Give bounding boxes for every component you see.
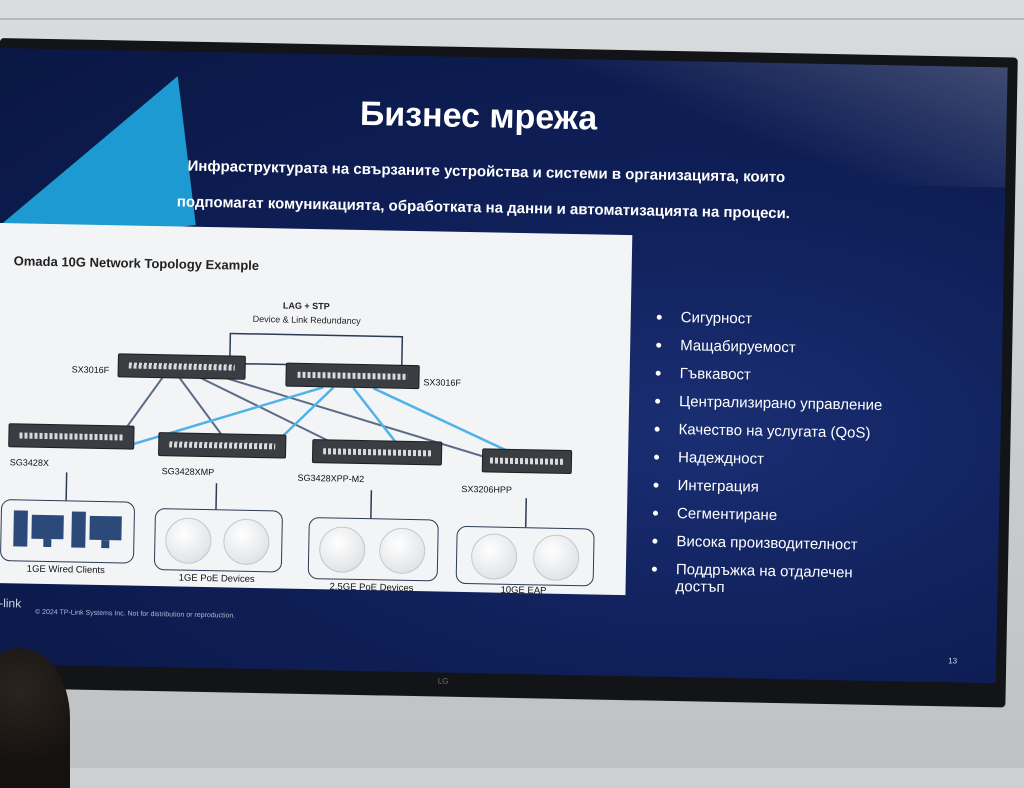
core-switch-2 (285, 363, 419, 390)
access-point-icon (223, 518, 270, 565)
group-2-5ge-poe (308, 517, 439, 581)
access-switch-sx3206hpp (482, 448, 572, 474)
tv-display: Бизнес мрежа Инфраструктурата на свързан… (0, 38, 1018, 707)
access-switch-sg3428xpp (312, 439, 442, 465)
slide-page-number: 13 (948, 656, 957, 665)
access-point-icon (533, 534, 580, 581)
tp-link-logo: tp-link (0, 596, 21, 611)
redundancy-label: Device & Link Redundancy (253, 314, 361, 326)
slide-subtitle-line-2: подпомагат комуникацията, обработката на… (177, 193, 797, 222)
feature-item: Качество на услугата (QoS) (650, 421, 888, 454)
feature-item: Поддръжка на отдалечен достъп (647, 561, 886, 610)
group-1ge-poe (154, 508, 283, 572)
access-point-icon (471, 533, 518, 580)
topology-diagram: Omada 10G Network Topology Example LAG +… (0, 223, 632, 595)
access-switch-sx3206hpp-label: SX3206HPP (461, 484, 512, 495)
feature-item: Гъвкавост (651, 365, 889, 398)
lag-link (230, 333, 403, 366)
group-2-5ge-poe-label: 2.5GE PoE Devices (307, 581, 435, 594)
group-10ge-eap-label: 10GE EAP (455, 584, 591, 598)
desktop-computer-icon (71, 511, 124, 556)
core-switch-1-label: SX3016F (72, 364, 110, 375)
link-sg3428xpp-devices (371, 490, 372, 518)
feature-item: Сигурност (652, 309, 890, 342)
feature-item: Мащабируемост (652, 337, 890, 370)
core-switch-1 (118, 353, 246, 379)
core-switch-2-label: SX3016F (423, 377, 461, 388)
group-10ge-eap (456, 526, 595, 587)
access-switch-sg3428x-label: SG3428X (10, 457, 49, 468)
lg-tv-logo: LG (438, 677, 449, 686)
feature-item: Централизирано управление (651, 393, 889, 426)
access-point-icon (165, 517, 212, 564)
access-point-icon (379, 527, 426, 574)
access-switch-sg3428xmp-label: SG3428XMP (162, 466, 215, 477)
feature-item: Висока производителност (648, 533, 886, 566)
access-switch-sg3428x (8, 423, 134, 449)
access-point-icon (319, 526, 366, 573)
link-sx3206hpp-eap (526, 498, 527, 527)
access-switch-sg3428xmp (158, 432, 286, 458)
feature-item: Сегментиране (649, 505, 887, 538)
desktop-computer-icon (13, 510, 66, 555)
group-wired-clients (0, 499, 135, 564)
feature-item: Интеграция (649, 477, 887, 510)
ceiling-line (0, 18, 1024, 20)
feature-list: Сигурност Мащабируемост Гъвкавост Центра… (647, 309, 891, 610)
slide-screen: Бизнес мрежа Инфраструктурата на свързан… (0, 48, 1008, 683)
link-sg3428x-clients (66, 472, 67, 500)
lag-label: LAG + STP (283, 300, 330, 311)
footer-copyright: © 2024 TP-Link Systems Inc. Not for dist… (35, 609, 235, 620)
access-switch-sg3428xpp-label: SG3428XPP-M2 (298, 473, 365, 484)
feature-item: Надеждност (650, 449, 888, 482)
